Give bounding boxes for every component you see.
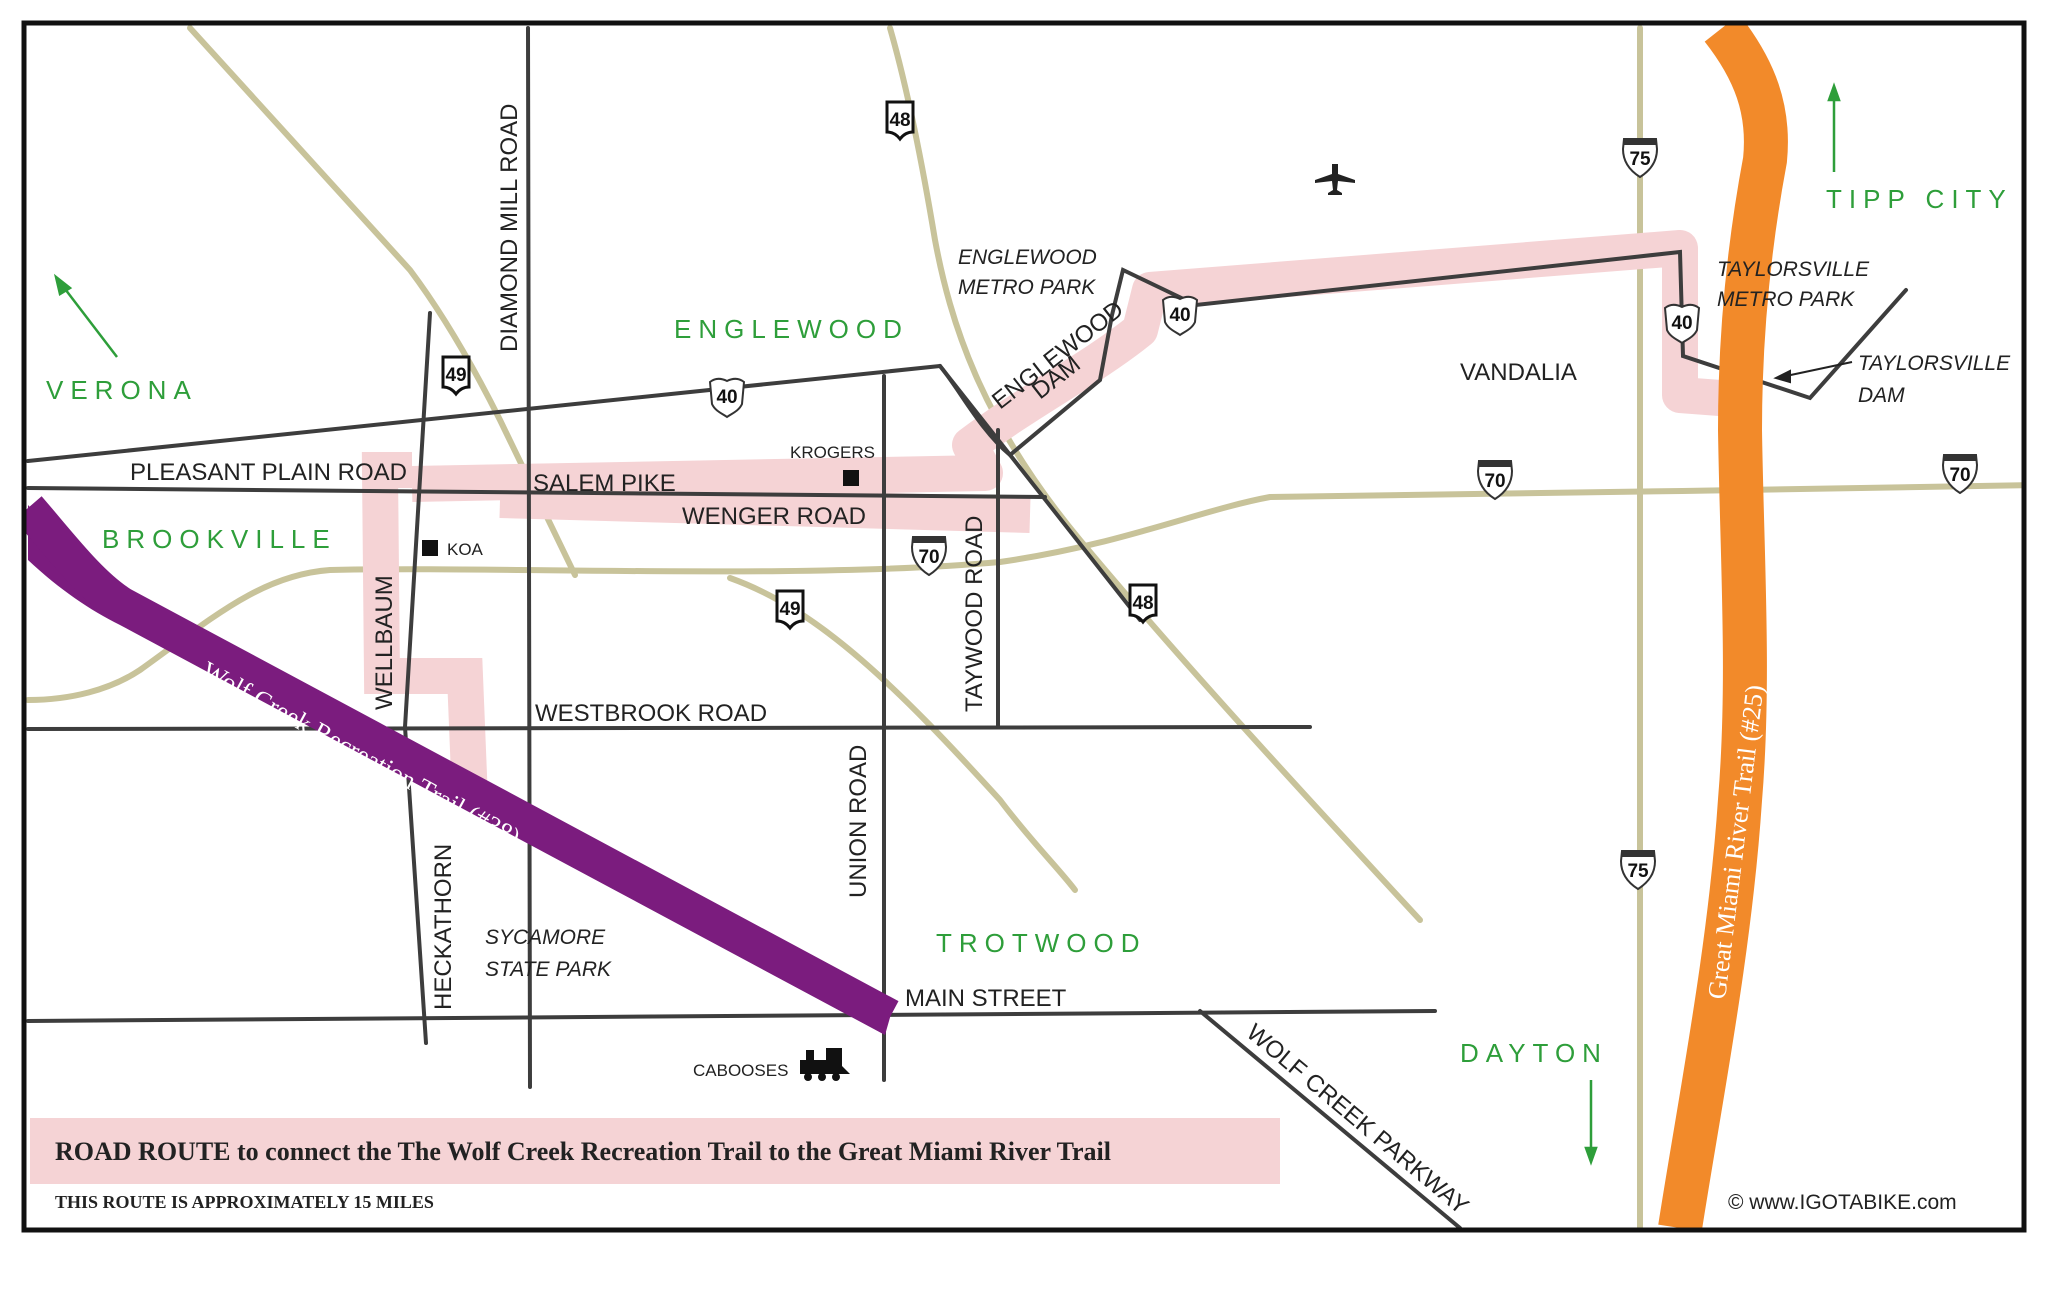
roads — [26, 26, 1908, 1228]
label-salem-pike: SALEM PIKE — [533, 470, 676, 497]
road-salem-pike — [26, 486, 1047, 499]
label-pleasant-plain: PLEASANT PLAIN ROAD — [130, 459, 407, 486]
park-englewood-metro-1: ENGLEWOOD — [958, 246, 1097, 269]
park-sycamore-2: STATE PARK — [485, 958, 612, 981]
town-tipp-city: TIPP CITY — [1826, 184, 2013, 214]
highway-us48 — [887, 25, 1423, 923]
svg-text:49: 49 — [779, 599, 800, 620]
taylorsville-dam-pointer — [1773, 361, 1853, 384]
park-englewood-metro-2: METRO PARK — [958, 276, 1096, 299]
krogers-marker — [843, 470, 859, 486]
i75-shield-north: 75 — [1622, 138, 1658, 178]
sr49-shield-north: 49 — [441, 355, 471, 396]
svg-text:40: 40 — [716, 387, 737, 408]
label-wellbaum: WELLBAUM — [371, 575, 398, 710]
i70-shield-west: 70 — [911, 536, 947, 576]
route-highlight — [411, 230, 1722, 502]
i70-shield-central: 70 — [1477, 460, 1513, 500]
town-brookville: BROOKVILLE — [102, 524, 337, 554]
svg-text:49: 49 — [445, 365, 466, 386]
legend-title: ROAD ROUTE to connect the The Wolf Creek… — [55, 1137, 1111, 1166]
svg-text:40: 40 — [1169, 305, 1190, 326]
town-englewood: ENGLEWOOD — [674, 314, 909, 344]
park-taylorsville-metro-1: TAYLORSVILLE — [1717, 258, 1870, 281]
legend-subtitle: THIS ROUTE IS APPROXIMATELY 15 MILES — [55, 1192, 434, 1212]
north-arrow-icon — [1827, 82, 1841, 172]
koa-marker — [422, 540, 438, 556]
svg-text:75: 75 — [1627, 861, 1649, 882]
svg-text:70: 70 — [1949, 465, 1970, 486]
sr49-shield-south: 49 — [775, 589, 805, 630]
label-heckathorn: HECKATHORN — [430, 844, 457, 1010]
highway-sr49-north — [187, 25, 578, 578]
poi-koa: KOA — [447, 540, 484, 559]
road-westbrook — [26, 725, 1312, 731]
map-border — [21, 20, 2027, 1233]
poi-cabooses: CABOOSES — [693, 1061, 788, 1080]
label-union: UNION ROAD — [845, 745, 872, 898]
road-diamond-mill — [526, 26, 532, 1089]
route-highlight-west — [361, 452, 488, 801]
us48-shield-north: 48 — [885, 100, 915, 141]
svg-text:70: 70 — [1484, 471, 1505, 492]
us48-shield-south: 48 — [1128, 583, 1158, 624]
park-taylorsville-metro-2: METRO PARK — [1717, 288, 1855, 311]
label-main-street: MAIN STREET — [905, 985, 1067, 1012]
great-miami-trail — [1658, 24, 1788, 1228]
us40-shield-east: 40 — [1664, 303, 1700, 344]
us40-shield-west: 40 — [709, 377, 745, 418]
park-taylorsville-dam-2: DAM — [1858, 384, 1905, 407]
town-dayton: DAYTON — [1460, 1038, 1608, 1068]
svg-text:70: 70 — [918, 547, 939, 568]
label-westbrook: WESTBROOK ROAD — [535, 700, 767, 727]
great-miami-trail-label: Great Miami River Trail (#25) — [1702, 683, 1769, 1000]
highway-sr49-south — [727, 575, 1078, 893]
copyright: © www.IGOTABIKE.com — [1728, 1191, 1957, 1214]
poi-krogers: KROGERS — [790, 443, 875, 462]
i70-shield-east: 70 — [1942, 454, 1978, 494]
park-taylorsville-dam-1: TAYLORSVILLE — [1858, 352, 2011, 375]
road-wolf-creek-parkway — [1198, 1009, 1462, 1228]
town-verona: VERONA — [46, 375, 198, 405]
south-arrow-icon — [1584, 1080, 1598, 1166]
i75-shield-south: 75 — [1620, 850, 1656, 890]
svg-text:40: 40 — [1671, 313, 1692, 334]
us40-shield-central: 40 — [1162, 295, 1198, 336]
airport-icon — [1315, 164, 1355, 195]
town-trotwood: TROTWOOD — [936, 928, 1147, 958]
road-wellbaum — [402, 311, 432, 1045]
park-sycamore-1: SYCAMORE — [485, 926, 606, 949]
northwest-arrow-icon — [53, 273, 118, 358]
label-diamond-mill: DIAMOND MILL ROAD — [496, 104, 523, 352]
road-pleasant-plain — [26, 364, 942, 463]
road-englewood-junction — [938, 364, 1142, 622]
road-main-street — [26, 1009, 1437, 1023]
town-vandalia: VANDALIA — [1460, 359, 1577, 386]
svg-text:48: 48 — [1132, 593, 1153, 614]
legend-box — [30, 1118, 1280, 1184]
label-wenger: WENGER ROAD — [682, 503, 866, 530]
svg-text:75: 75 — [1629, 149, 1651, 170]
train-icon — [800, 1048, 850, 1081]
svg-text:48: 48 — [889, 110, 910, 131]
route-highlight-wenger — [499, 482, 1031, 533]
label-taywood: TAYWOOD ROAD — [961, 516, 988, 712]
